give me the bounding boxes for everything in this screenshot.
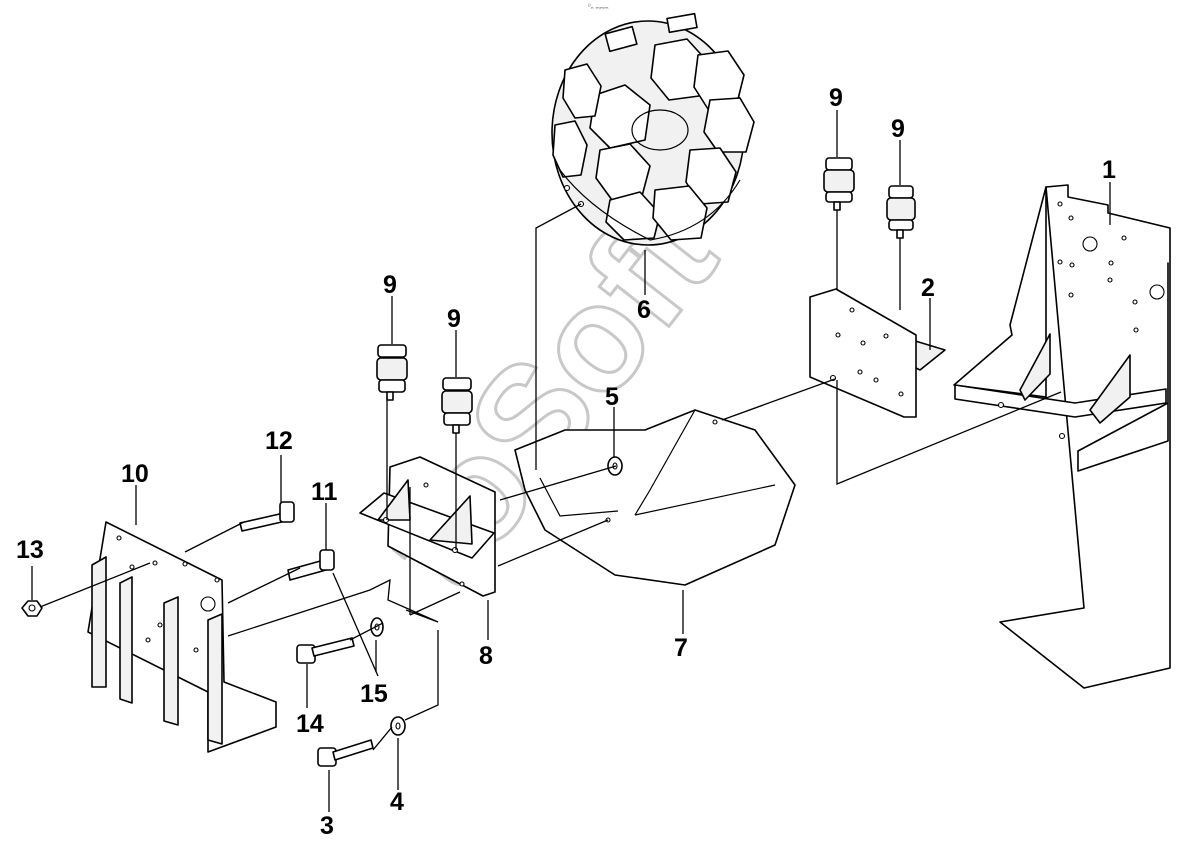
part-2-mounting-plate — [809, 288, 946, 418]
assembly-lines — [39, 203, 1062, 751]
part-15-washer — [370, 617, 384, 637]
callout-8: 8 — [479, 642, 493, 670]
part-1-right-bracket — [953, 184, 1171, 689]
part-14-bolt — [296, 637, 355, 664]
callout-2: 2 — [921, 274, 935, 302]
callout-7: 7 — [674, 634, 688, 662]
part-10-left-bracket — [87, 521, 277, 753]
part-11-bolt — [287, 549, 335, 581]
part-4-washer — [390, 716, 406, 736]
callout-labels: 1 2 3 4 5 6 7 8 9 9 9 9 10 11 12 13 14 1… — [16, 84, 1116, 840]
top-mark: ⁰ₙ ₘₘₘ — [588, 3, 609, 11]
part-12-bolt — [239, 501, 295, 532]
callout-5: 5 — [605, 383, 619, 411]
part-9-mount-d — [886, 185, 916, 239]
callout-3: 3 — [320, 812, 334, 840]
callout-9-left-b: 9 — [447, 305, 461, 333]
callout-12: 12 — [265, 427, 293, 455]
part-9-mount-c — [823, 157, 855, 211]
callout-9-left-a: 9 — [383, 271, 397, 299]
part-6-coupling-element — [551, 12, 755, 246]
part-13-nut — [21, 600, 43, 617]
callout-11: 11 — [311, 478, 338, 506]
part-8-center-bracket — [359, 456, 496, 597]
callout-9-right-b: 9 — [891, 115, 905, 143]
callout-9-right-a: 9 — [829, 84, 843, 112]
callout-1: 1 — [1102, 156, 1116, 184]
part-7-cover — [514, 409, 796, 586]
callout-15: 15 — [360, 680, 388, 708]
callout-4: 4 — [390, 788, 404, 816]
part-9-mount-a — [376, 344, 408, 401]
part-3-bolt — [317, 739, 374, 767]
callout-14: 14 — [296, 710, 324, 738]
part-9-mount-b — [441, 377, 473, 434]
callout-leaders — [31, 110, 1111, 812]
callout-6: 6 — [637, 296, 651, 324]
callout-10: 10 — [121, 460, 149, 488]
callout-13: 13 — [16, 536, 44, 564]
part-5-washer — [607, 456, 623, 476]
